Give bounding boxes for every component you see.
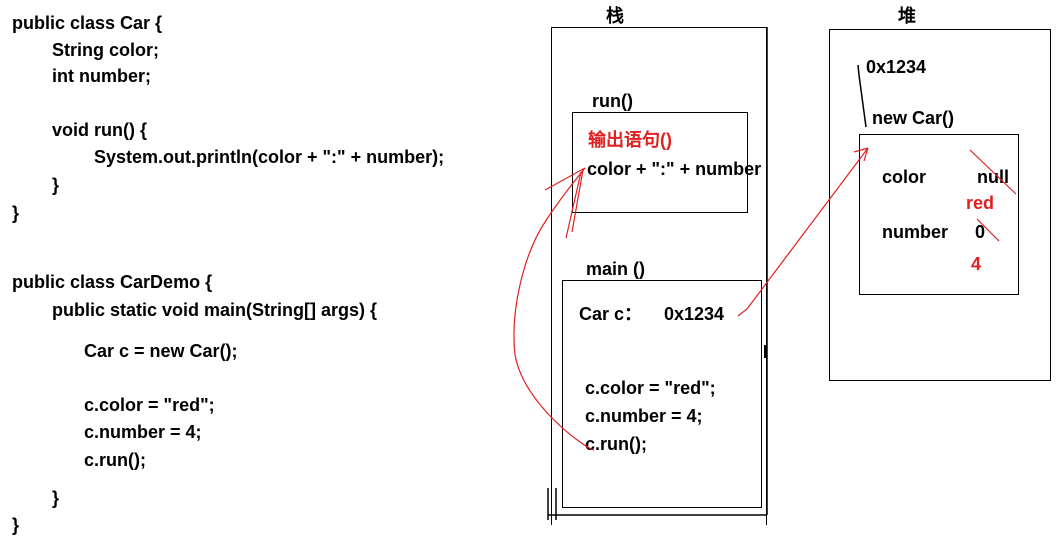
main-statement: c.run(); xyxy=(585,434,647,454)
output-statement-label: 输出语句() xyxy=(588,130,672,150)
code-line: Car c = new Car(); xyxy=(84,341,238,361)
stack-title: 栈 xyxy=(606,6,624,26)
code-line: } xyxy=(52,488,60,508)
code-line: public class Car { xyxy=(12,13,163,33)
code-line: } xyxy=(12,515,20,535)
code-line: } xyxy=(12,203,20,223)
main-var-label: Car c： xyxy=(579,304,643,324)
code-line: int number; xyxy=(52,66,151,86)
car-object xyxy=(859,134,1019,295)
heap-object-label: new Car() xyxy=(872,108,955,128)
code-line: c.color = "red"; xyxy=(84,395,215,415)
field-name-color: color xyxy=(882,167,927,187)
heap-address: 0x1234 xyxy=(866,57,927,77)
code-line: public class CarDemo { xyxy=(12,272,213,292)
code-line: public static void main(String[] args) { xyxy=(52,300,378,320)
code-line: void run() { xyxy=(52,120,147,140)
main-statement: c.color = "red"; xyxy=(585,378,716,398)
code-line: c.number = 4; xyxy=(84,422,202,442)
field-name-number: number xyxy=(882,222,949,242)
code-line: String color; xyxy=(52,40,159,60)
code-line: System.out.println(color + ":" + number)… xyxy=(94,147,445,167)
run-expression: color + ":" + number xyxy=(587,159,762,179)
field-old-value-number: 0 xyxy=(975,222,986,242)
main-var-value: 0x1234 xyxy=(664,304,725,324)
main-statement: c.number = 4; xyxy=(585,406,703,426)
heap-title: 堆 xyxy=(898,6,916,26)
field-new-value-color: red xyxy=(966,193,995,213)
field-new-value-number: 4 xyxy=(971,254,982,274)
code-line: c.run(); xyxy=(84,450,146,470)
field-old-value-color: null xyxy=(977,167,1009,187)
run-frame-title: run() xyxy=(592,91,633,111)
code-line: } xyxy=(52,175,60,195)
main-frame-title: main () xyxy=(586,259,646,279)
